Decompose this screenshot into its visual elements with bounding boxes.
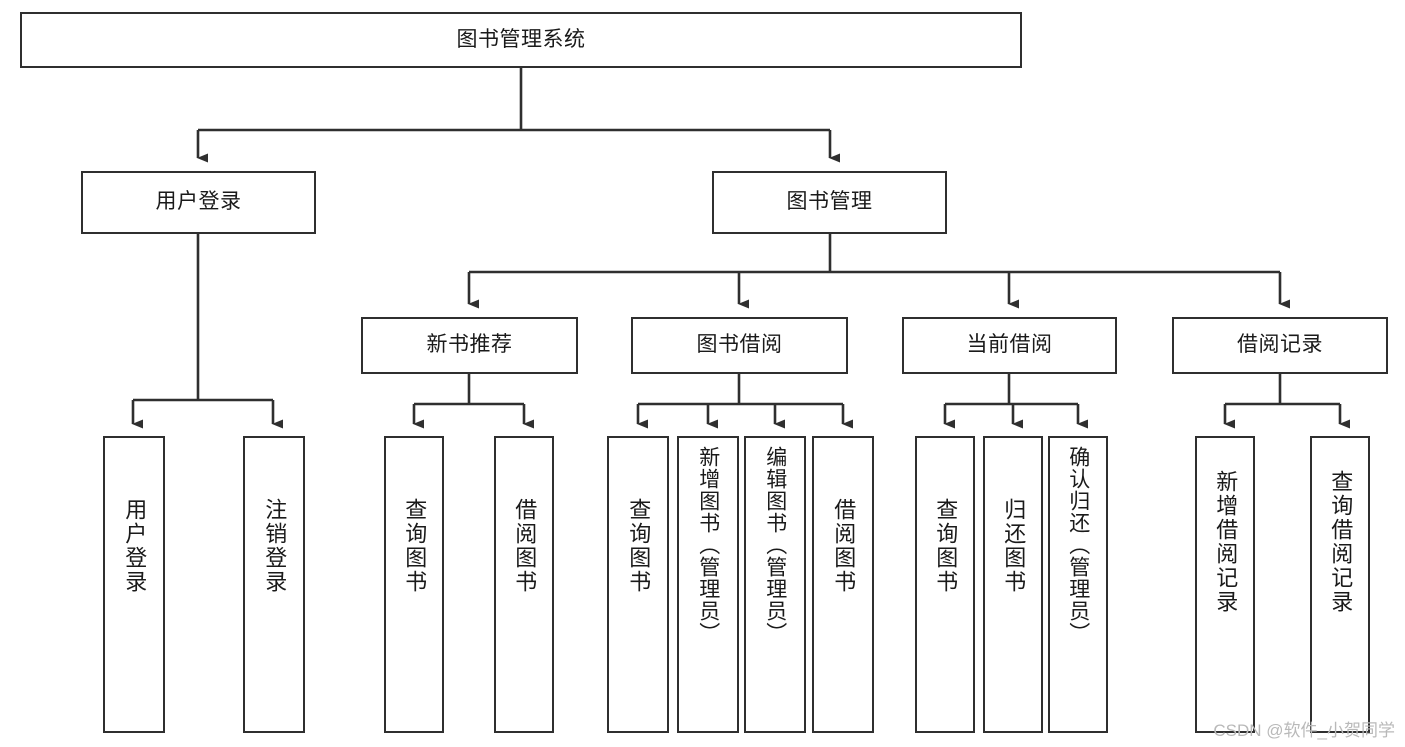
node-label: 借阅记录: [1237, 333, 1323, 357]
leaf-recommend-query-book[interactable]: 查询图书: [384, 436, 444, 733]
node-label: 归还图书: [1001, 498, 1027, 594]
node-label: 确认归还（管理员）: [1066, 446, 1090, 644]
node-label: 当前借阅: [966, 333, 1053, 357]
node-new-book-recommend[interactable]: 新书推荐: [361, 317, 578, 374]
node-label: 用户登录: [122, 498, 148, 594]
node-book-borrow[interactable]: 图书借阅: [631, 317, 848, 374]
leaf-current-confirm-return-admin[interactable]: 确认归还（管理员）: [1048, 436, 1108, 733]
node-current-borrow[interactable]: 当前借阅: [902, 317, 1117, 374]
leaf-recommend-borrow-book[interactable]: 借阅图书: [494, 436, 554, 733]
leaf-borrow-add-book-admin[interactable]: 新增图书（管理员）: [677, 436, 739, 733]
node-label: 查询借阅记录: [1328, 470, 1354, 614]
leaf-borrow-borrow-book[interactable]: 借阅图书: [812, 436, 874, 733]
node-label: 图书借阅: [696, 333, 783, 357]
leaf-record-query-record[interactable]: 查询借阅记录: [1310, 436, 1370, 733]
node-label: 图书管理: [786, 190, 873, 214]
node-label: 新增借阅记录: [1213, 470, 1239, 614]
node-label: 图书管理系统: [456, 27, 586, 51]
node-borrow-record[interactable]: 借阅记录: [1172, 317, 1388, 374]
node-label: 借阅图书: [831, 498, 857, 594]
leaf-current-query-book[interactable]: 查询图书: [915, 436, 975, 733]
node-label: 注销登录: [262, 498, 288, 594]
node-label: 新增图书（管理员）: [696, 446, 720, 644]
leaf-user-login-login[interactable]: 用户登录: [103, 436, 165, 733]
leaf-user-login-logout[interactable]: 注销登录: [243, 436, 305, 733]
node-label: 查询图书: [933, 498, 959, 594]
node-label: 用户登录: [155, 190, 242, 214]
node-label: 借阅图书: [512, 498, 538, 594]
node-label: 查询图书: [402, 498, 428, 594]
leaf-borrow-edit-book-admin[interactable]: 编辑图书（管理员）: [744, 436, 806, 733]
node-label: 编辑图书（管理员）: [763, 446, 787, 644]
node-label: 新书推荐: [426, 333, 513, 357]
leaf-current-return-book[interactable]: 归还图书: [983, 436, 1043, 733]
node-user-login[interactable]: 用户登录: [81, 171, 316, 234]
csdn-watermark: CSDN @软件_小贺同学: [1213, 721, 1395, 740]
leaf-record-add-record[interactable]: 新增借阅记录: [1195, 436, 1255, 733]
node-book-management[interactable]: 图书管理: [712, 171, 947, 234]
leaf-borrow-query-book[interactable]: 查询图书: [607, 436, 669, 733]
node-label: 查询图书: [626, 498, 652, 594]
node-root-system[interactable]: 图书管理系统: [20, 12, 1022, 68]
